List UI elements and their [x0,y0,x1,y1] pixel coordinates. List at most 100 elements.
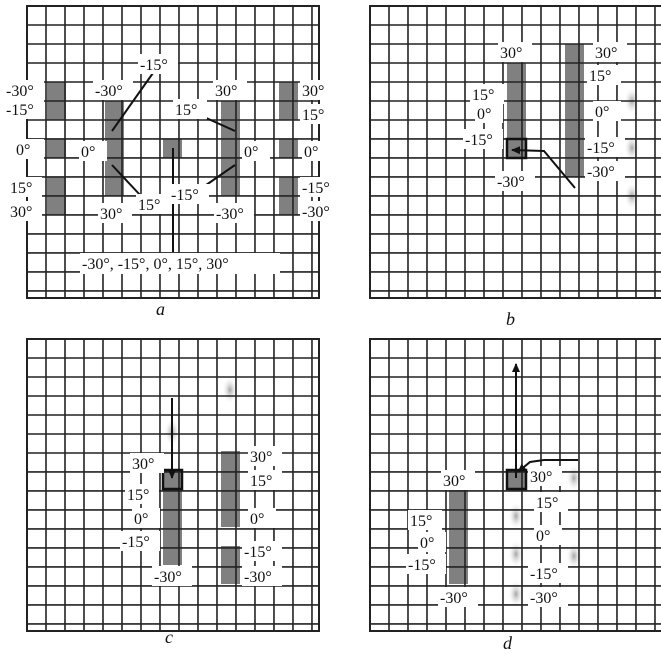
label-b-0: 30° [498,42,532,62]
label-d-5: 30° [528,466,562,486]
svg-text:-30°: -30° [587,164,615,181]
label-a-0: -30° [4,80,44,100]
svg-text:15°: 15° [250,473,272,490]
label-a-4: 30° [8,201,42,221]
svg-text:15°: 15° [138,197,160,214]
label-a-2: 0° [14,139,44,159]
svg-text:0°: 0° [244,144,258,161]
label-d-4: -30° [438,587,478,607]
panel-b-labels: 30° 15° 0° -15° -30° 30° 15° 0° -15° -30… [463,42,627,191]
label-d-3: -15° [406,554,446,574]
label-d-1: 15° [408,510,442,530]
label-c-8: -15° [242,541,282,561]
svg-text:15°: 15° [410,513,432,530]
label-c-9: -30° [242,566,282,586]
panel-b-target-cell [505,137,528,160]
label-d-7: 0° [534,525,562,545]
caption-b: b [506,309,515,329]
svg-text:30°: 30° [530,469,552,486]
panel-d: 30° 15° 0° -15° -30° 30° 15° 0° -15° -30… [369,338,661,653]
svg-text:0°: 0° [304,144,318,161]
svg-text:30°: 30° [215,83,237,100]
svg-text:30°: 30° [443,473,465,490]
label-c-7: 0° [248,508,276,528]
svg-text:0°: 0° [81,144,95,161]
svg-text:30°: 30° [132,456,154,473]
label-c-4: -30° [152,566,192,586]
label-b-5: 30° [593,42,627,62]
label-a-12: 0° [242,141,270,161]
svg-text:30°: 30° [100,206,122,223]
label-c-3: -15° [120,531,160,551]
svg-text:15°: 15° [127,487,149,504]
panel-d-grid [369,338,661,632]
label-d-0: 30° [441,470,475,490]
label-b-4: -30° [495,171,535,191]
grid-border [26,338,320,632]
svg-text:15°: 15° [536,495,558,512]
svg-text:-30°: -30° [6,83,34,100]
label-c-5: 30° [248,446,282,466]
svg-text:0°: 0° [477,106,491,123]
label-b-8: -15° [585,137,625,157]
panel-d-arrows [512,363,578,478]
label-a-6: -15° [138,54,178,74]
svg-text:0°: 0° [134,511,148,528]
svg-text:-30°: -30° [302,204,330,221]
svg-text:15°: 15° [472,87,494,104]
svg-text:-30°: -30° [497,174,525,191]
svg-text:30°: 30° [10,204,32,221]
label-a-9: 30° [98,203,132,223]
label-d-8: -15° [528,563,568,583]
svg-text:-15°: -15° [244,544,272,561]
svg-text:0°: 0° [16,142,30,159]
svg-text:-30°: -30° [95,83,123,100]
caption-c: c [165,627,173,647]
panel-d-cells [449,464,582,608]
panel-c-cells [163,376,240,584]
label-a-11: 30° [213,80,247,100]
caption-a: a [156,299,165,319]
svg-text:-30°: -30° [440,590,468,607]
svg-text:-15°: -15° [140,57,168,74]
panel-d-labels: 30° 15° 0° -15° -30° 30° 15° 0° -15° -30… [406,466,568,607]
label-a-5: -30° [93,80,133,100]
svg-text:-30°: -30° [154,569,182,586]
label-d-9: -30° [528,587,568,607]
label-a-13: -15° [169,184,209,204]
label-d-2: 0° [418,532,446,552]
svg-text:-30°: -30° [530,590,558,607]
label-c-0: 30° [130,453,164,473]
label-a-1: -15° [4,99,44,119]
panel-a-labels: -30° -15° 0° 15° 30° -30° -15° 0° 15° 30… [4,54,340,274]
label-a-16: 15° [300,104,334,124]
svg-text:-30°: -30° [244,569,272,586]
svg-text:30°: 30° [595,45,617,62]
label-c-6: 15° [248,470,282,490]
grid-border [369,5,661,299]
label-a-3: 15° [8,177,42,197]
panel-a: -30° -15° 0° 15° 30° -30° -15° 0° 15° 30… [4,5,340,319]
svg-text:-15°: -15° [465,132,493,149]
svg-text:15°: 15° [589,68,611,85]
svg-text:-15°: -15° [302,180,330,197]
svg-text:15°: 15° [302,107,324,124]
grid-border [369,338,661,632]
label-a-20: -30°, -15°, 0°, 15°, 30° [80,253,280,274]
label-a-18: -15° [300,177,340,197]
svg-text:30°: 30° [250,449,272,466]
label-a-7: 0° [79,141,107,161]
label-b-3: -15° [463,129,503,149]
panel-c-labels: 30° 15° 0° -15° -30° 30° 15° 0° -15° -30… [120,446,282,586]
svg-text:30°: 30° [302,83,324,100]
panel-b: 30° 15° 0° -15° -30° 30° 15° 0° -15° -30… [369,5,661,329]
svg-text:-15°: -15° [122,534,150,551]
label-b-7: 0° [593,101,621,121]
label-c-1: 15° [125,484,159,504]
svg-text:30°: 30° [500,45,522,62]
svg-text:0°: 0° [420,535,434,552]
svg-text:0°: 0° [595,104,609,121]
panel-b-arrow [511,146,576,189]
label-a-14: -30° [214,203,254,223]
label-a-17: 0° [302,141,330,161]
